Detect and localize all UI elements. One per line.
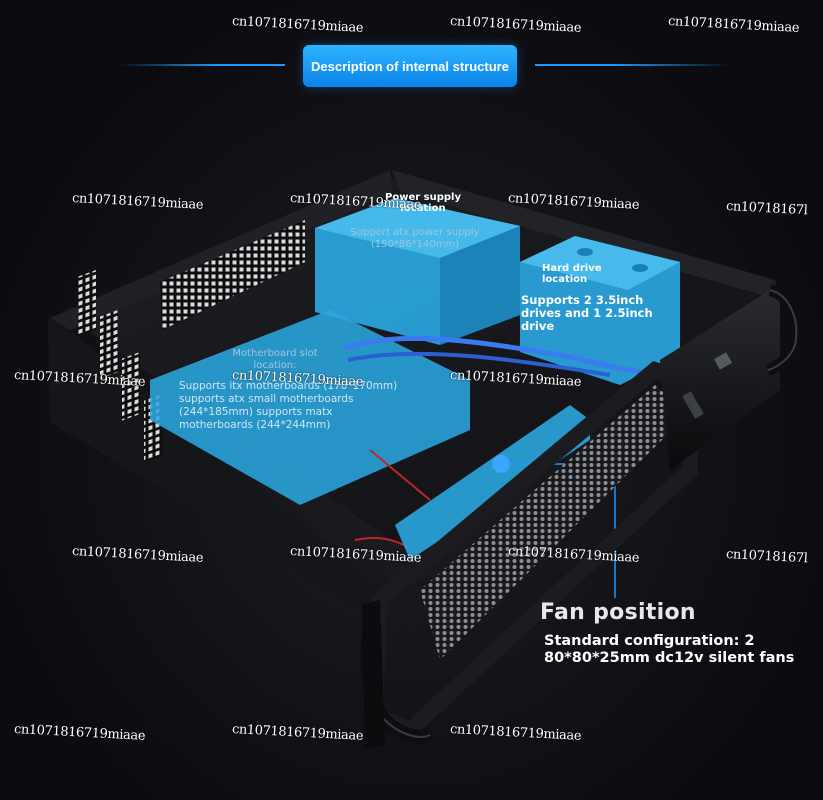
fan-bracket <box>395 405 590 560</box>
motherboard-area <box>150 310 470 505</box>
fan-marker <box>492 455 510 473</box>
right-wall <box>392 170 780 300</box>
motherboard-desc: Supports itx motherboards (170*170mm) su… <box>179 380 398 431</box>
power-supply-title: Power supply location <box>385 192 461 214</box>
fan-title: Fan position <box>540 600 696 625</box>
rear-vent-grid <box>160 220 305 330</box>
hard-drive-desc: Supports 2 3.5inch drives and 1 2.5inch … <box>521 293 653 333</box>
front-mesh-panel <box>420 385 672 660</box>
red-wire <box>369 449 431 501</box>
fan-desc: Standard configuration: 2 80*80*25mm dc1… <box>544 633 795 666</box>
header-line-right <box>535 64 730 66</box>
power-supply-desc: Support atx power supply (150*86*140mm) <box>350 227 480 250</box>
back-wall <box>50 170 392 330</box>
hard-drive-title: Hard drive location <box>542 263 602 285</box>
header-title: Description of internal structure <box>303 45 517 87</box>
hard-drive-box <box>520 236 680 385</box>
left-rack-ear <box>362 600 385 750</box>
control-panel <box>660 290 780 470</box>
motherboard-title: Motherboard slot location: <box>232 348 318 371</box>
power-supply-box <box>315 198 520 345</box>
usb-ports <box>682 391 704 419</box>
power-button <box>713 352 733 370</box>
header-line-left <box>120 64 285 66</box>
